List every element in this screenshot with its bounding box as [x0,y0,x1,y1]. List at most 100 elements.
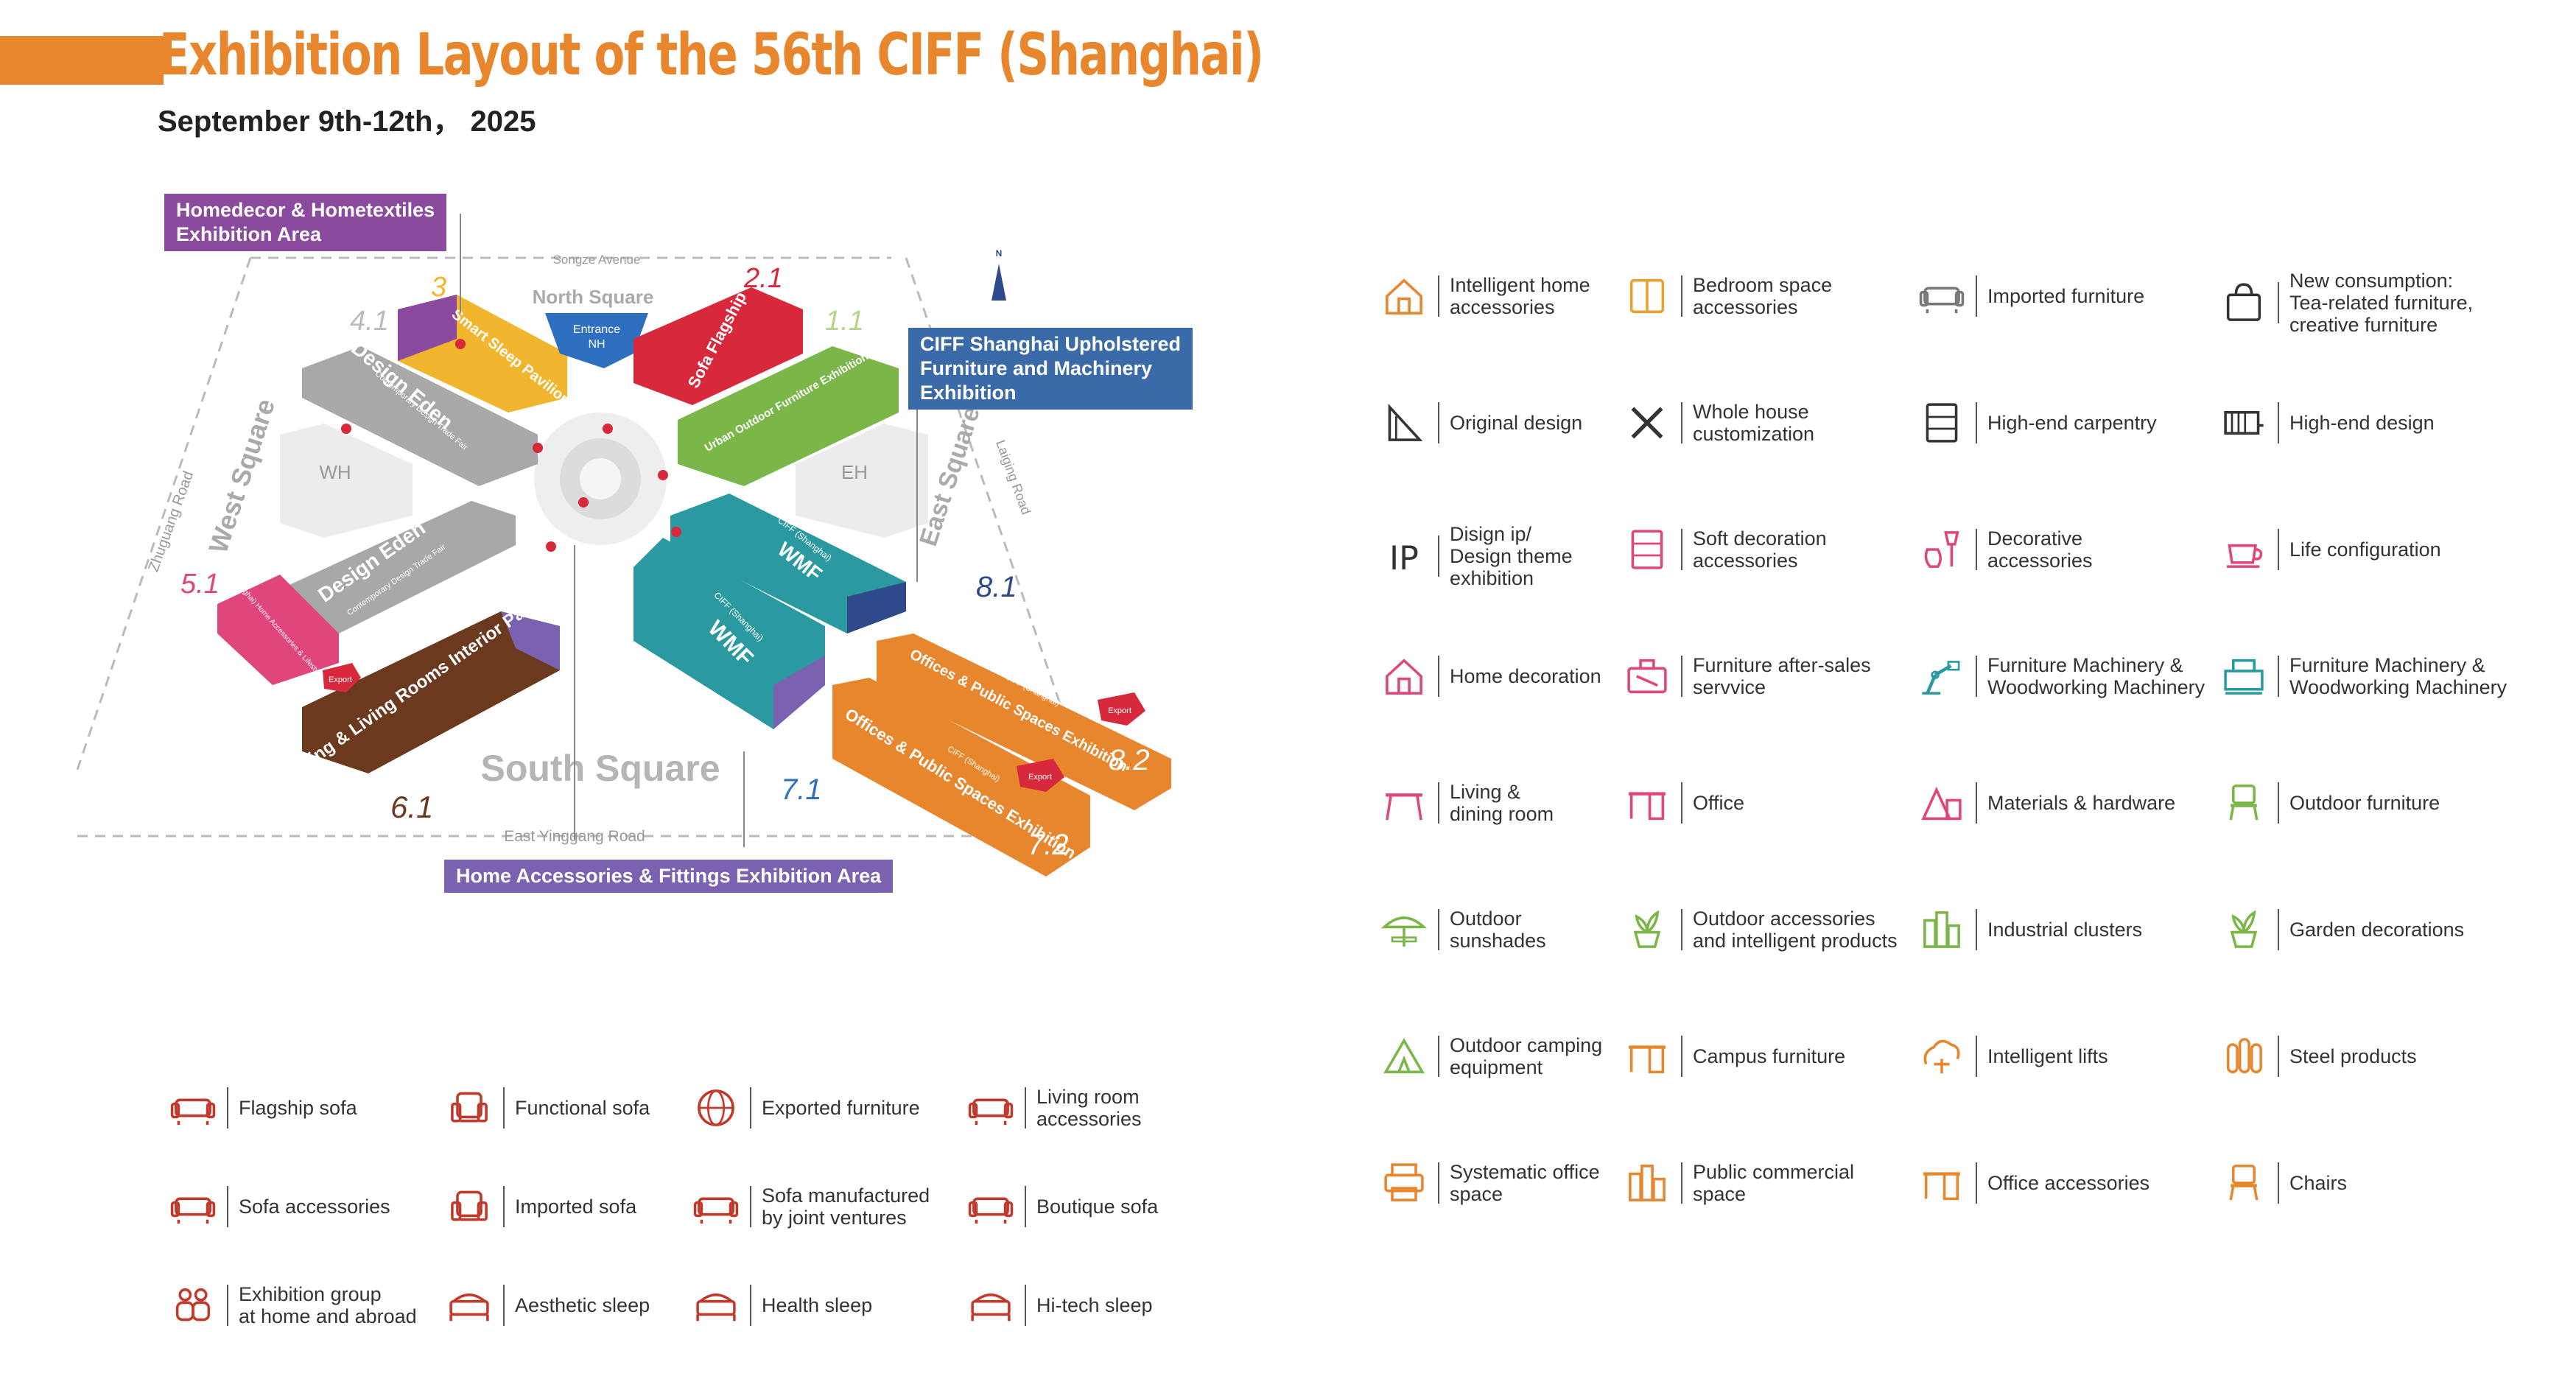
hall-dining-living[interactable] [302,611,560,773]
ip-icon: IP [1378,530,1431,583]
legend-label: Furniture after-sales servvice [1693,654,1871,698]
chair-icon [2217,1156,2270,1210]
plaza-eh [796,424,928,538]
compass-icon: N [992,248,1006,301]
legend-label: Exhibition group at home and abroad [239,1283,417,1327]
legend-separator [750,1285,751,1326]
legend-separator [503,1186,505,1227]
legend-label: Steel products [2289,1045,2417,1067]
legend-label: Sofa manufactured by joint ventures [762,1184,930,1229]
hall-3-purple-strip [398,295,457,361]
plant-icon [2217,903,2270,956]
office-space-icon [1378,1156,1431,1210]
map-pins [341,339,681,552]
road-east: Laiging Road [993,438,1033,517]
legend-item: Imported sofa [443,1180,636,1233]
house-sofa-icon [1378,650,1431,703]
export-badge-offices-south: Export [1017,759,1064,792]
hall-offices-north[interactable] [877,633,1171,810]
wmf-north-navy-strip [847,582,906,633]
legend-separator [1976,275,1977,317]
legend-item: Functional sofa [443,1081,650,1134]
table-icon [1378,776,1431,829]
legend-label: Bedroom space accessories [1693,274,1833,318]
legend-separator [1976,402,1977,443]
road-west: Zhuguang Road [145,469,197,574]
legend-label: High-end design [2289,412,2435,434]
legend-separator [1681,1036,1682,1077]
legend-separator [2278,1036,2279,1077]
square-north: North Square [533,286,654,308]
legend-label: Aesthetic sleep [515,1294,650,1316]
dining-living-purple-strip [501,611,560,670]
lamp-drawer-icon [1621,523,1674,576]
legend-label: Imported sofa [515,1196,637,1218]
legend-item: Sofa accessories [166,1180,390,1233]
cabinet-icon [1915,396,1968,449]
tent-icon [1378,1030,1431,1083]
sofa-accessories-icon [166,1180,220,1233]
outdoor-chair-icon [2217,776,2270,829]
legend-item: Outdoor sunshades [1378,903,1546,956]
legend-label: Original design [1450,412,1583,434]
school-desk-icon [1621,1030,1674,1083]
legend-item: Public commercial space [1621,1156,1854,1210]
legend-item: Industrial clusters [1915,903,2142,956]
legend-item: Original design [1378,396,1582,449]
legend-separator [1438,1162,1439,1204]
robot-arm-icon [1915,650,1968,703]
hall-code-6-1: 6.1 [390,790,433,824]
steel-icon [2217,1030,2270,1083]
hall-design-eden-north[interactable] [302,346,538,486]
legend-label: Health sleep [762,1294,873,1316]
legend-item: Boutique sofa [964,1180,1158,1233]
umbrella-icon [1378,903,1431,956]
legend-separator [1438,1036,1439,1077]
legend-separator [1025,1087,1026,1128]
legend-label: Home decoration [1450,665,1601,687]
legend-item: New consumption: Tea-related furniture, … [2217,270,2473,336]
wardrobe-icon [1621,270,1674,323]
legend-separator [227,1285,228,1326]
legend-separator [1438,909,1439,950]
legend-item: Steel products [2217,1030,2417,1083]
hall-home-accessories-lifestyle[interactable] [217,575,339,685]
legend-separator [2278,1162,2279,1204]
hall-code-4-1: 4.1 [350,306,389,337]
hall-code-3: 3 [431,272,446,303]
hall-sofa-flagship[interactable] [634,287,803,405]
legend-separator [1438,656,1439,697]
legend-label: Disign ip/ Design theme exhibition [1450,523,1573,589]
legend-label: Chairs [2289,1172,2348,1194]
legend-item: Living room accessories [964,1081,1142,1134]
legend-item: Health sleep [689,1279,872,1332]
hall-offices-south[interactable] [832,678,1090,877]
svg-text:Export: Export [329,675,352,684]
legend-label: Furniture Machinery & Woodworking Machin… [2289,654,2507,698]
legend-item: Chairs [2217,1156,2347,1210]
hall-code-wh: WH [319,461,351,483]
legend-item: Campus furniture [1621,1030,1845,1083]
hall-design-eden-south[interactable] [280,501,516,633]
legend-separator [227,1087,228,1128]
legend-separator [1976,1036,1977,1077]
hall-code-7-1: 7.1 [781,773,822,806]
imported-sofa-icon [1915,270,1968,323]
legend-item: Life configuration [2217,523,2441,576]
hall-urban-outdoor[interactable] [678,346,899,486]
legend-label: Intelligent home accessories [1450,274,1590,318]
legend-item: Furniture Machinery & Woodworking Machin… [2217,650,2507,703]
legend-separator [1681,529,1682,570]
legend-separator [1681,402,1682,443]
entrance-nh[interactable] [545,313,648,368]
central-plaza [534,413,667,545]
machine-icon [2217,650,2270,703]
hardware-icon [1915,776,1968,829]
desk-icon [1621,776,1674,829]
legend-item: Home decoration [1378,650,1601,703]
legend-item: Living & dining room [1378,776,1554,829]
hall-wmf-south[interactable] [634,538,825,729]
legend-item: Flagship sofa [166,1081,357,1134]
legend-separator [1976,782,1977,824]
